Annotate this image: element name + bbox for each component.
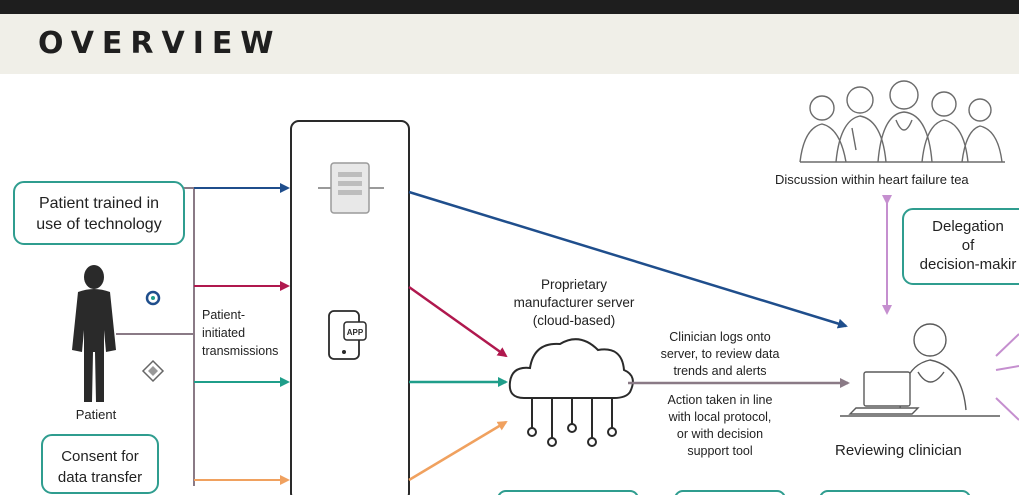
phone-app-icon: APP xyxy=(328,310,367,360)
patient-initiated-line-3: transmissions xyxy=(202,344,278,358)
bottom-partial-boxes xyxy=(497,490,971,495)
reviewing-clinician-icon xyxy=(840,323,1000,417)
consent-line-1: Consent for xyxy=(61,448,139,465)
patient-initiated-line-1: Patient- xyxy=(202,308,245,322)
cloud-server-icon xyxy=(508,338,634,447)
action-taken-line-4: support tool xyxy=(687,444,752,458)
patient-trained-line-1: Patient trained in xyxy=(39,195,159,212)
clinician-logs-line-2: server, to review data xyxy=(661,347,780,361)
implant-device-icon xyxy=(145,290,161,306)
page-title: OVERVIEW xyxy=(38,26,282,61)
home-monitor-icon xyxy=(318,162,384,214)
delegation-line-2: of xyxy=(962,237,975,254)
outgoing-rays xyxy=(995,333,1019,421)
clinician-logs-line-1: Clinician logs onto xyxy=(669,330,770,344)
server-label-line-3: (cloud-based) xyxy=(533,313,616,328)
header-band xyxy=(0,14,1019,74)
delegation-line-1: Delegation xyxy=(932,218,1004,235)
server-label-line-1: Proprietary xyxy=(541,277,607,292)
patient-figure-icon xyxy=(72,265,116,402)
patient-label: Patient xyxy=(76,407,117,422)
sensor-device-icon xyxy=(141,359,165,383)
delegation-line-3: decision-makir xyxy=(920,256,1017,273)
action-taken-line-3: or with decision xyxy=(677,427,763,441)
server-label-line-2: manufacturer server xyxy=(514,295,635,310)
clinician-logs-line-3: trends and alerts xyxy=(673,364,766,378)
heart-failure-team-icon xyxy=(799,80,1005,163)
patient-initiated-line-2: initiated xyxy=(202,326,245,340)
reviewing-clinician-label: Reviewing clinician xyxy=(835,442,962,459)
delegation-box xyxy=(902,208,1019,285)
top-bar xyxy=(0,0,1019,14)
device-to-server-arrows xyxy=(408,190,848,482)
device-column xyxy=(290,120,410,495)
patient-trained-line-2: use of technology xyxy=(36,216,161,233)
transmission-arrows xyxy=(116,183,290,486)
consent-box xyxy=(41,434,159,494)
action-taken-line-2: with local protocol, xyxy=(668,410,772,424)
action-taken-line-1: Action taken in line xyxy=(668,393,773,407)
consent-line-2: data transfer xyxy=(58,469,142,486)
team-discussion-label: Discussion within heart failure tea xyxy=(775,172,969,187)
app-label: APP xyxy=(347,328,364,337)
patient-trained-box xyxy=(13,181,185,245)
